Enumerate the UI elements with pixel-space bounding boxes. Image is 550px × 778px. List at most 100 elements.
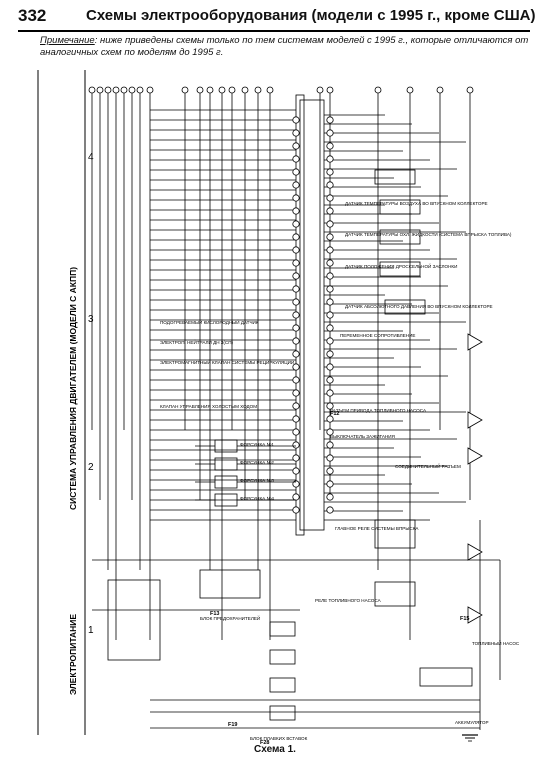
component-box	[379, 261, 421, 277]
connector-pin	[292, 324, 300, 332]
connector-pin	[326, 311, 334, 319]
connector-pin	[266, 86, 274, 94]
component-box	[269, 649, 296, 665]
connector-pin	[374, 86, 382, 94]
connector-pin	[292, 207, 300, 215]
component-box	[107, 579, 161, 661]
connector-pin	[326, 506, 334, 514]
connector-pin	[218, 86, 226, 94]
header-rule	[18, 30, 530, 32]
connector-pin	[292, 389, 300, 397]
component-box	[269, 677, 296, 693]
connector-pin	[326, 194, 334, 202]
fuse-label: F19	[228, 722, 237, 728]
connector-pin	[326, 220, 334, 228]
fuse-label: F28	[260, 740, 269, 746]
component-label: ГЛАВНОЕ РЕЛЕ СИСТЕМЫ ВПРЫСКА	[335, 526, 419, 531]
side-title-power: ЭЛЕКТРОПИТАНИЕ	[68, 614, 78, 695]
component-box	[374, 519, 416, 549]
page-header: 332 Схемы электрооборудования (модели с …	[18, 6, 535, 28]
connector-pin	[292, 142, 300, 150]
connector-pin	[292, 428, 300, 436]
connector-pin	[292, 220, 300, 228]
connector-pin	[326, 376, 334, 384]
component-label: ДАТЧИК ТЕМПЕРАТУРЫ ОХЛ. ЖИДКОСТИ (СИСТЕМ…	[345, 232, 512, 237]
signal-output-icon	[467, 606, 483, 624]
connector-pin	[326, 86, 334, 94]
connector-pin	[292, 129, 300, 137]
component-label: ФОРСУНКА №1	[240, 442, 274, 447]
component-box	[299, 99, 325, 531]
connector-pin	[326, 181, 334, 189]
connector-pin	[181, 86, 189, 94]
connector-pin	[104, 86, 112, 94]
connector-pin	[326, 298, 334, 306]
page-number: 332	[18, 6, 47, 25]
component-box	[374, 169, 416, 185]
connector-pin	[326, 168, 334, 176]
component-label: ДАТЧИК ПОЛОЖЕНИЯ ДРОССЕЛЬНОЙ ЗАСЛОНКИ	[345, 262, 457, 269]
connector-pin	[292, 402, 300, 410]
connector-pin	[326, 116, 334, 124]
component-label: ЭЛЕКТРОМАГНИТНЫЙ КЛАПАН СИСТЕМЫ РЕЦИРКУЛ…	[160, 358, 294, 365]
connector-pin	[292, 467, 300, 475]
connector-pin	[136, 86, 144, 94]
connector-pin	[88, 86, 96, 94]
component-label: СОЕДИНИТЕЛЬНЫЙ РАЗЪЕМ	[395, 462, 461, 469]
connector-pin	[292, 311, 300, 319]
connector-pin	[292, 194, 300, 202]
connector-pin	[292, 285, 300, 293]
connector-pin	[466, 86, 474, 94]
signal-output-icon	[467, 333, 483, 351]
connector-pin	[292, 259, 300, 267]
component-label: КЛАПАН УПРАВЛЕНИЯ ХОЛОСТЫМ ХОДОМ	[160, 404, 257, 409]
connector-pin	[292, 298, 300, 306]
connector-pin	[196, 86, 204, 94]
note: Примечание: ниже приведены схемы только …	[40, 35, 530, 59]
connector-pin	[326, 363, 334, 371]
component-box	[374, 581, 416, 607]
connector-pin	[292, 272, 300, 280]
component-label: ПЕРЕМЕННОЕ СОПРОТИВЛЕНИЕ	[340, 333, 415, 338]
component-box	[384, 299, 426, 315]
connector-pin	[292, 168, 300, 176]
connector-pin	[326, 480, 334, 488]
section-numbers: 4 3 2 1	[88, 152, 94, 636]
connector-pin	[326, 142, 334, 150]
section-number: 4	[88, 152, 94, 163]
component-label: ДАТЧИК ТЕМПЕРАТУРЫ ВОЗДУХА ВО ВПУСКНОМ К…	[345, 201, 488, 206]
connector-pin	[228, 86, 236, 94]
connector-pin	[326, 402, 334, 410]
component-label: ПОДОГРЕВАЕМЫЙ КИСЛОРОДНЫЙ ДАТЧИК	[160, 318, 259, 325]
connector-pin	[292, 376, 300, 384]
connector-pin	[292, 493, 300, 501]
signal-output-icon	[467, 447, 483, 465]
component-label: РАЗЪЕМ ПРИВОДА ТОПЛИВНОГО НАСОСА	[330, 408, 427, 413]
connector-pin	[406, 86, 414, 94]
signal-output-icon	[467, 411, 483, 429]
connector-pin	[292, 350, 300, 358]
component-label: ДАТЧИК АБСОЛЮТНОГО ДАВЛЕНИЯ ВО ВПУСКНОМ …	[345, 304, 493, 309]
component-label: АККУМУЛЯТОР	[455, 720, 489, 725]
connector-pin	[292, 506, 300, 514]
note-label: Примечание	[40, 35, 95, 46]
section-number: 1	[88, 625, 94, 636]
connector-pin	[326, 337, 334, 345]
connector-pin	[112, 86, 120, 94]
diagram-frame	[37, 70, 86, 735]
connector-pin	[326, 246, 334, 254]
connector-pin	[292, 363, 300, 371]
connector-pin	[436, 86, 444, 94]
connector-pin	[292, 441, 300, 449]
component-box	[269, 705, 296, 721]
connector-pin	[292, 116, 300, 124]
connector-pin	[326, 454, 334, 462]
connector-pin	[292, 415, 300, 423]
component-box	[269, 621, 296, 637]
component-label: БЛОК ПЛАВКИХ ВСТАВОК	[250, 736, 308, 741]
component-label: ФОРСУНКА №2	[240, 460, 274, 465]
fuse-label: F15	[460, 616, 469, 622]
note-text: : ниже приведены схемы только по тем сис…	[40, 35, 529, 58]
connector-pin	[292, 181, 300, 189]
component-box	[419, 667, 473, 687]
